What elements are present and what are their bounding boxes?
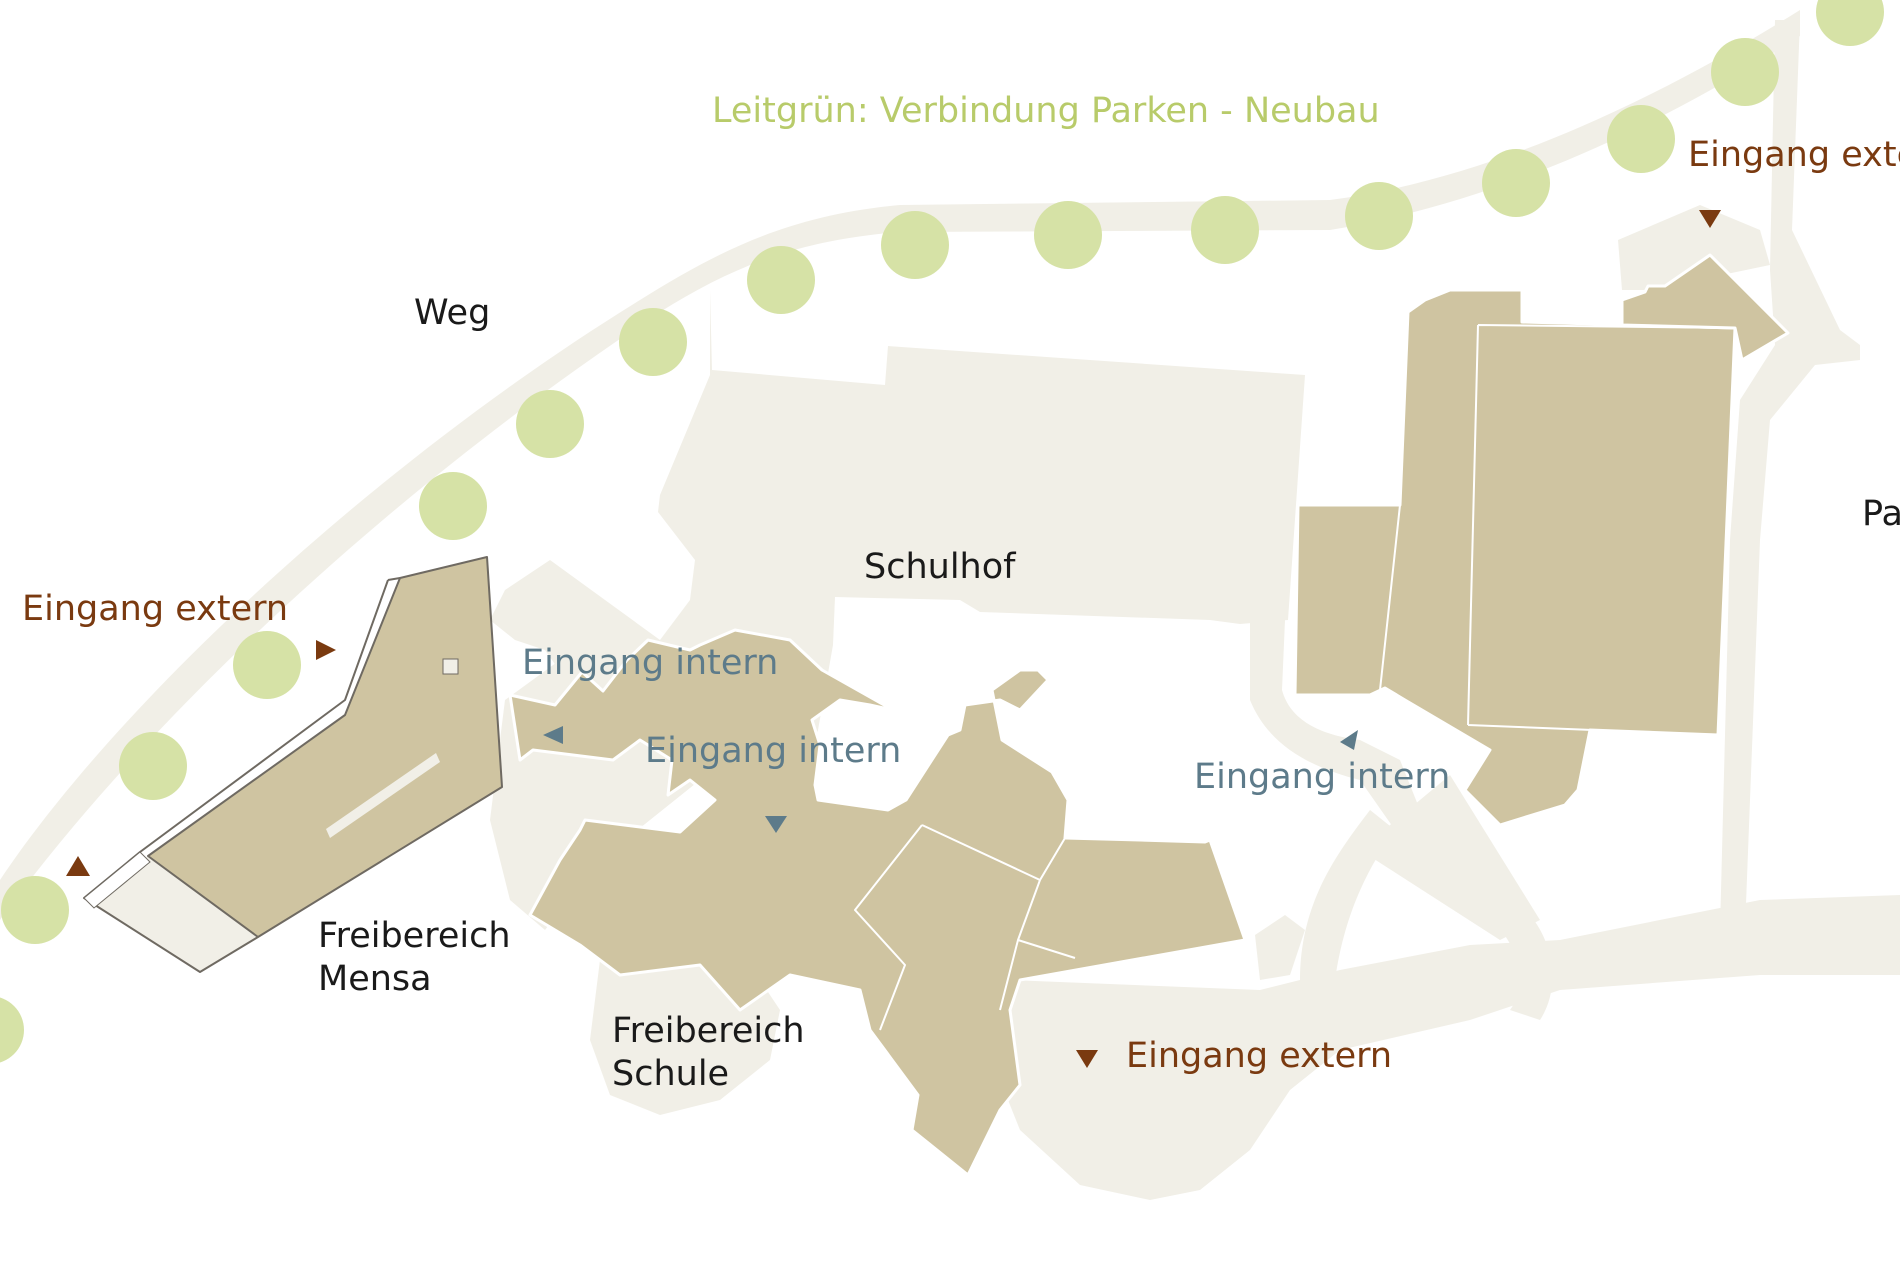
entrance-markers [66, 210, 1721, 1068]
tree-icon [1345, 182, 1413, 250]
label-eingang-extern-north: Eingang extern [1688, 135, 1900, 175]
mensa-square-marker [442, 658, 459, 675]
tree-icon [881, 211, 949, 279]
triangle-marker-extern-icon [1699, 210, 1721, 228]
tree-icon [619, 308, 687, 376]
label-schulhof: Schulhof [864, 547, 1016, 587]
tree-icon [516, 390, 584, 458]
tree-icon [1482, 149, 1550, 217]
tree-icon [1816, 0, 1884, 46]
intern-east-path [1250, 620, 1420, 830]
tree-icon [0, 997, 24, 1063]
east-path [1720, 20, 1860, 930]
tree-icon [119, 732, 187, 800]
stair-access [1255, 915, 1305, 980]
north-entrance-plaza [1618, 205, 1770, 290]
triangle-marker-extern-icon [1076, 1050, 1098, 1068]
label-freibereich-schule: Freibereich Schule [612, 1011, 805, 1094]
tree-icon [419, 472, 487, 540]
school-complex-lines [854, 824, 1076, 1031]
label-eingang-intern-center: Eingang intern [645, 731, 902, 771]
triangle-marker-extern-icon [66, 856, 90, 876]
mensa-bench [326, 753, 440, 838]
label-eingang-extern-south: Eingang extern [1126, 1036, 1393, 1076]
tree-row [0, 0, 1884, 1063]
east-building-inner [1379, 324, 1736, 736]
label-weg: Weg [414, 293, 491, 333]
tree-icon [1, 876, 69, 944]
triangle-marker-intern-icon [1340, 730, 1358, 750]
east-building-hall [1293, 288, 1737, 827]
tree-icon [1191, 196, 1259, 264]
buildings [83, 253, 1790, 1177]
tree-icon [1711, 38, 1779, 106]
tree-icon [233, 631, 301, 699]
label-parken: Pa [1862, 494, 1900, 534]
label-freibereich-mensa: Freibereich Mensa [318, 916, 511, 999]
south-road [1000, 895, 1900, 1200]
triangle-marker-extern-icon [316, 640, 336, 660]
triangle-marker-intern-icon [765, 816, 787, 833]
mensa-details [83, 658, 459, 909]
tree-icon [747, 246, 815, 314]
school-complex [508, 628, 1247, 1177]
tree-icon [1607, 105, 1675, 173]
map-title: Leitgrün: Verbindung Parken - Neubau [712, 91, 1380, 131]
label-eingang-extern-west: Eingang extern [22, 589, 289, 629]
north-annex [1620, 253, 1790, 362]
label-eingang-intern-west: Eingang intern [522, 643, 779, 683]
triangle-marker-intern-icon [543, 726, 563, 744]
tree-icon [1034, 201, 1102, 269]
south-loop-east [1500, 915, 1553, 1020]
mensa-terrace [88, 856, 260, 972]
mensa-stairs [83, 851, 151, 909]
label-eingang-intern-east: Eingang intern [1194, 757, 1451, 797]
